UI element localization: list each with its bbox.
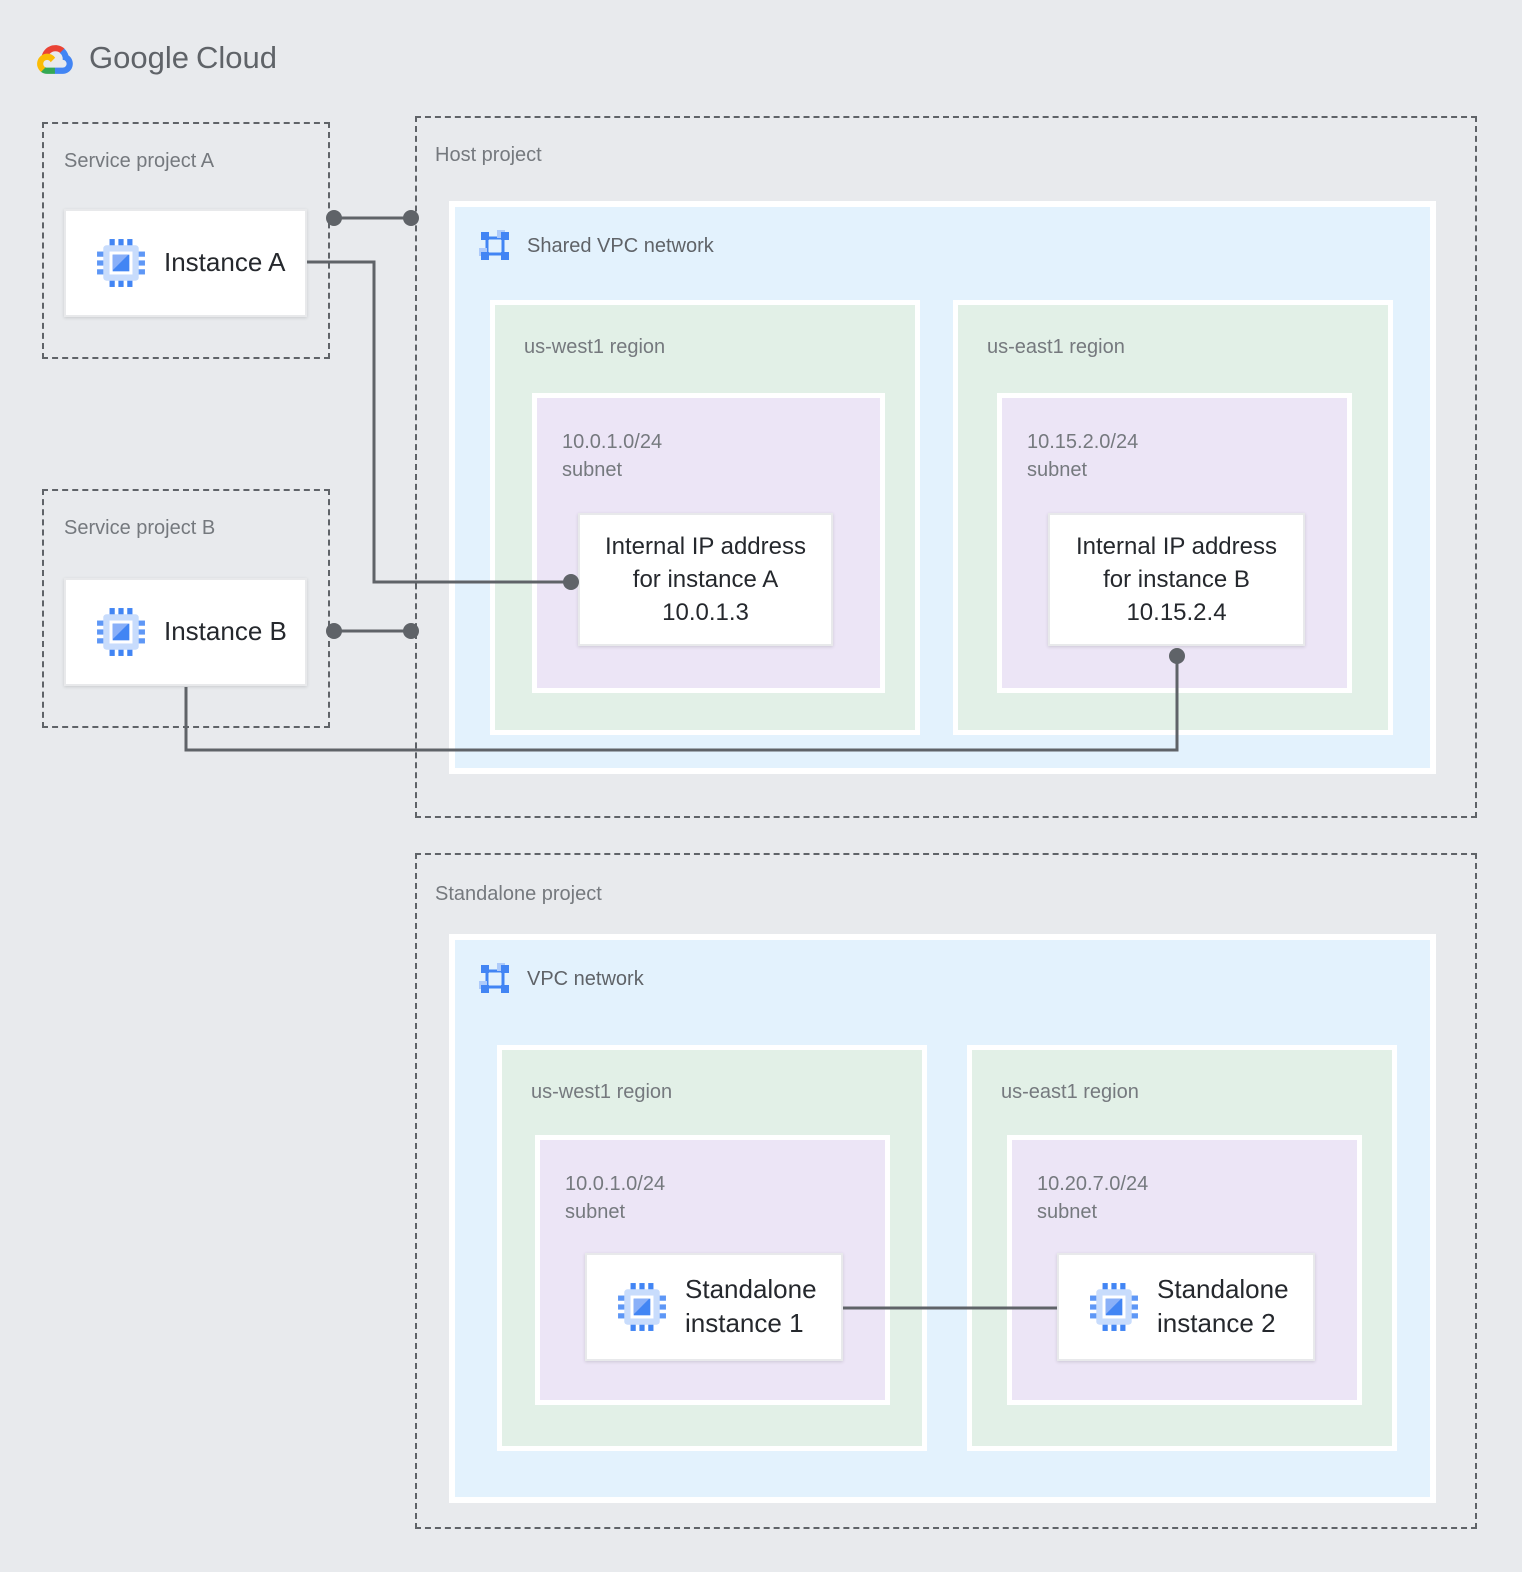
host-us-east1-subnet-label: 10.15.2.0/24 subnet <box>1027 428 1138 484</box>
host-us-west1-subnet-label: 10.0.1.0/24 subnet <box>562 428 662 484</box>
subnet-cidr: 10.20.7.0/24 <box>1037 1173 1149 1195</box>
host-project-box: Host project Shared VPC network us-west1… <box>415 116 1477 818</box>
compute-instance-icon <box>97 239 145 287</box>
subnet-cidr: 10.15.2.0/24 <box>1027 431 1139 453</box>
host-project-label: Host project <box>435 144 542 166</box>
shared-vpc-network-panel: Shared VPC network us-west1 region 10.0.… <box>449 201 1436 774</box>
standalone-us-east1-subnet: 10.20.7.0/24 subnet Standalone instance … <box>1007 1135 1362 1405</box>
host-us-west1-subnet: 10.0.1.0/24 subnet Internal IP address f… <box>532 393 885 693</box>
service-project-a-label: Service project A <box>64 150 215 172</box>
internal-ip-instance-a-card: Internal IP address for instance A 10.0.… <box>578 513 833 646</box>
standalone-us-east1-region: us-east1 region 10.20.7.0/24 subnet Stan… <box>967 1045 1397 1451</box>
shared-vpc-network-header: Shared VPC network <box>477 228 714 264</box>
instance-label-line1: Standalone <box>685 1274 817 1305</box>
host-us-west1-region-label: us-west1 region <box>524 336 666 358</box>
subnet-cidr: 10.0.1.0/24 <box>562 431 663 453</box>
standalone-us-east1-subnet-label: 10.20.7.0/24 subnet <box>1037 1170 1148 1226</box>
vpc-network-icon <box>477 961 511 995</box>
host-us-east1-region-label: us-east1 region <box>987 336 1125 358</box>
internal-ip-instance-b-card: Internal IP address for instance B 10.15… <box>1048 513 1305 646</box>
standalone-project-label: Standalone project <box>435 883 602 905</box>
vpc-network-header: VPC network <box>477 961 644 997</box>
subnet-cidr: 10.0.1.0/24 <box>565 1173 666 1195</box>
standalone-us-west1-subnet-label: 10.0.1.0/24 subnet <box>565 1170 665 1226</box>
ip-card-line3: 10.0.1.3 <box>662 599 749 627</box>
service-project-b-label: Service project B <box>64 517 216 539</box>
standalone-project-box: Standalone project VPC network us-west1 … <box>415 853 1477 1529</box>
ip-card-line3: 10.15.2.4 <box>1126 599 1227 627</box>
subnet-word: subnet <box>1037 1201 1098 1223</box>
subnet-word: subnet <box>562 459 623 481</box>
ip-card-line1: Internal IP address <box>604 532 806 560</box>
standalone-instance-1-card: Standalone instance 1 <box>585 1253 843 1361</box>
vpc-network-icon <box>477 228 511 262</box>
service-project-a-box: Service project A Instance A <box>42 122 330 359</box>
host-us-east1-region: us-east1 region 10.15.2.0/24 subnet Inte… <box>953 300 1393 735</box>
host-us-west1-region: us-west1 region 10.0.1.0/24 subnet Inter… <box>490 300 920 735</box>
compute-instance-icon <box>1090 1283 1138 1331</box>
standalone-us-west1-region: us-west1 region 10.0.1.0/24 subnet Stand… <box>497 1045 927 1451</box>
instance-label-line2: instance 1 <box>685 1308 804 1338</box>
service-project-b-box: Service project B Instance B <box>42 489 330 728</box>
logo-word-google: Google <box>89 40 189 75</box>
ip-card-line1: Internal IP address <box>1075 532 1277 560</box>
standalone-us-east1-region-label: us-east1 region <box>1001 1081 1139 1103</box>
standalone-instance-1-label: Standalone instance 1 <box>685 1273 817 1341</box>
instance-a-card: Instance A <box>64 209 307 317</box>
instance-label-line1: Standalone <box>1157 1274 1289 1305</box>
instance-b-card: Instance B <box>64 578 307 686</box>
compute-instance-icon <box>618 1283 666 1331</box>
compute-instance-icon <box>97 608 145 656</box>
vpc-network-label: VPC network <box>527 967 644 990</box>
standalone-instance-2-card: Standalone instance 2 <box>1057 1253 1315 1361</box>
shared-vpc-network-label: Shared VPC network <box>527 234 714 257</box>
standalone-instance-2-label: Standalone instance 2 <box>1157 1273 1289 1341</box>
google-cloud-icon <box>37 45 73 74</box>
connector-service-a-to-host <box>326 210 419 226</box>
instance-a-label: Instance A <box>164 247 286 278</box>
instance-b-label: Instance B <box>164 616 287 647</box>
subnet-word: subnet <box>565 1201 626 1223</box>
ip-card-line2: for instance B <box>1103 565 1250 593</box>
standalone-us-west1-region-label: us-west1 region <box>531 1081 673 1103</box>
connector-service-b-to-host <box>326 623 419 639</box>
ip-card-line2: for instance A <box>632 565 779 593</box>
standalone-us-west1-subnet: 10.0.1.0/24 subnet Standalone instance 1 <box>535 1135 890 1405</box>
vpc-network-panel: VPC network us-west1 region 10.0.1.0/24 … <box>449 934 1436 1503</box>
logo-word-cloud: Cloud <box>195 40 277 75</box>
subnet-word: subnet <box>1027 459 1088 481</box>
host-us-east1-subnet: 10.15.2.0/24 subnet Internal IP address … <box>997 393 1352 693</box>
instance-label-line2: instance 2 <box>1157 1308 1276 1338</box>
